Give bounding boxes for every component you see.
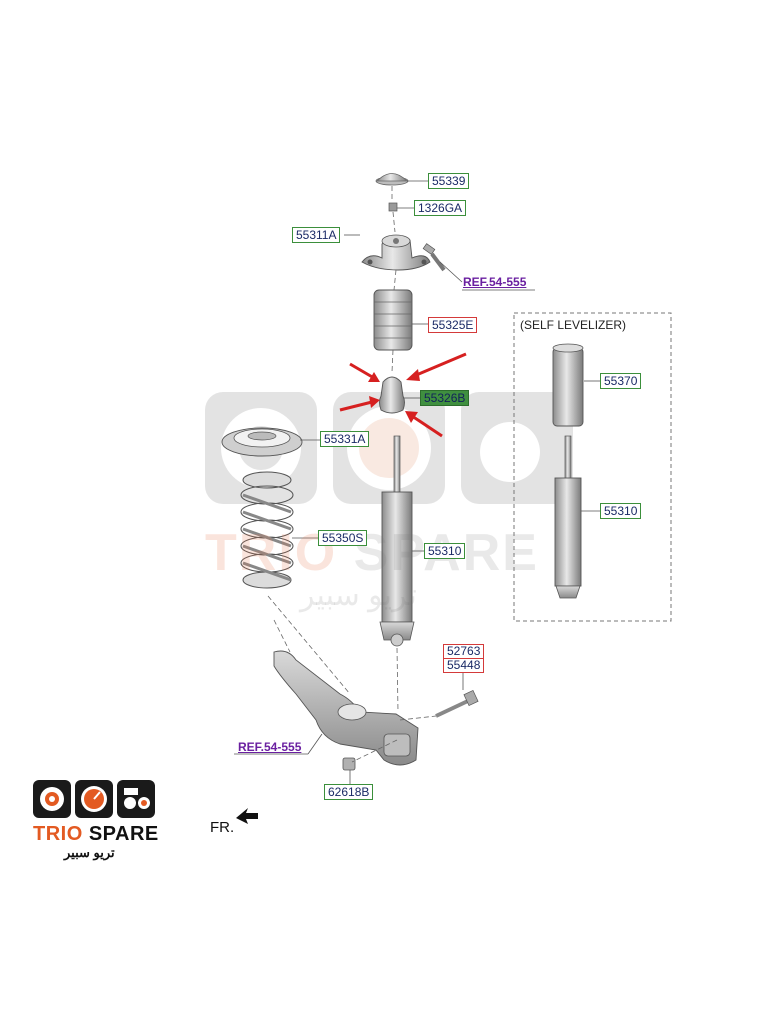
mount-bolt-part bbox=[422, 243, 446, 272]
part-label-55311a[interactable]: 55311A bbox=[292, 227, 341, 243]
front-direction-arrow bbox=[236, 808, 258, 824]
shock-absorber-part bbox=[379, 435, 415, 647]
part-label-55310-self[interactable]: 55310 bbox=[600, 503, 642, 519]
brand-logo-text: TRIO SPARE bbox=[33, 823, 159, 846]
lower-arm-part bbox=[273, 650, 419, 766]
self-levelizer-label: (SELF LEVELIZER) bbox=[520, 318, 627, 332]
watermark-word-first: TRIO bbox=[205, 524, 338, 582]
spring-seat-part bbox=[221, 427, 303, 457]
levelizer-boot-part bbox=[552, 343, 584, 427]
front-direction-label: FR. bbox=[210, 819, 235, 836]
brand-logo-word-rest: SPARE bbox=[82, 823, 159, 845]
brand-logo-arabic: تريو سبير bbox=[64, 845, 115, 860]
levelizer-shock-part bbox=[554, 435, 582, 599]
part-label-55350s[interactable]: 55350S bbox=[318, 530, 368, 546]
lower-bolt-part bbox=[435, 689, 479, 718]
watermark-arabic: تريو سبير bbox=[300, 579, 417, 612]
nut-part bbox=[388, 202, 398, 212]
leader-lines bbox=[234, 180, 600, 784]
dust-boot-part bbox=[373, 289, 413, 351]
watermark-text: TRIO SPARE bbox=[205, 523, 539, 583]
arrow-upper-right bbox=[406, 352, 467, 381]
ref-link-lower[interactable]: REF.54-555 bbox=[238, 740, 302, 754]
part-label-55325e[interactable]: 55325E bbox=[428, 317, 478, 333]
part-label-55339[interactable]: 55339 bbox=[428, 173, 470, 189]
part-label-55331a[interactable]: 55331A bbox=[320, 431, 370, 447]
arrow-lower-left bbox=[339, 396, 380, 412]
lower-nut-part bbox=[342, 757, 356, 771]
arrow-upper-left bbox=[349, 362, 380, 382]
ref-link-upper[interactable]: REF.54-555 bbox=[463, 275, 527, 289]
part-label-55326b[interactable]: 55326B bbox=[420, 390, 470, 406]
part-label-55370[interactable]: 55370 bbox=[600, 373, 642, 389]
bump-stopper-part bbox=[379, 376, 405, 414]
upper-mount-part bbox=[361, 234, 431, 271]
part-label-55310-main[interactable]: 55310 bbox=[424, 543, 466, 559]
part-label-62618b[interactable]: 62618B bbox=[324, 784, 374, 800]
brand-logo-mark bbox=[33, 780, 155, 818]
brand-logo-word-first: TRIO bbox=[33, 823, 83, 845]
guide-lines bbox=[267, 186, 437, 763]
arrow-lower-right bbox=[405, 411, 443, 438]
dust-cap-part bbox=[375, 173, 409, 186]
part-label-stack-bolt: 52763 55448 bbox=[443, 644, 485, 673]
highlight-arrows bbox=[339, 352, 467, 438]
part-label-1326ga[interactable]: 1326GA bbox=[414, 200, 467, 216]
self-levelizer-box bbox=[513, 312, 672, 622]
coil-spring-part bbox=[240, 471, 294, 589]
part-label-52763[interactable]: 52763 bbox=[447, 644, 481, 658]
part-label-55448[interactable]: 55448 bbox=[444, 658, 484, 672]
